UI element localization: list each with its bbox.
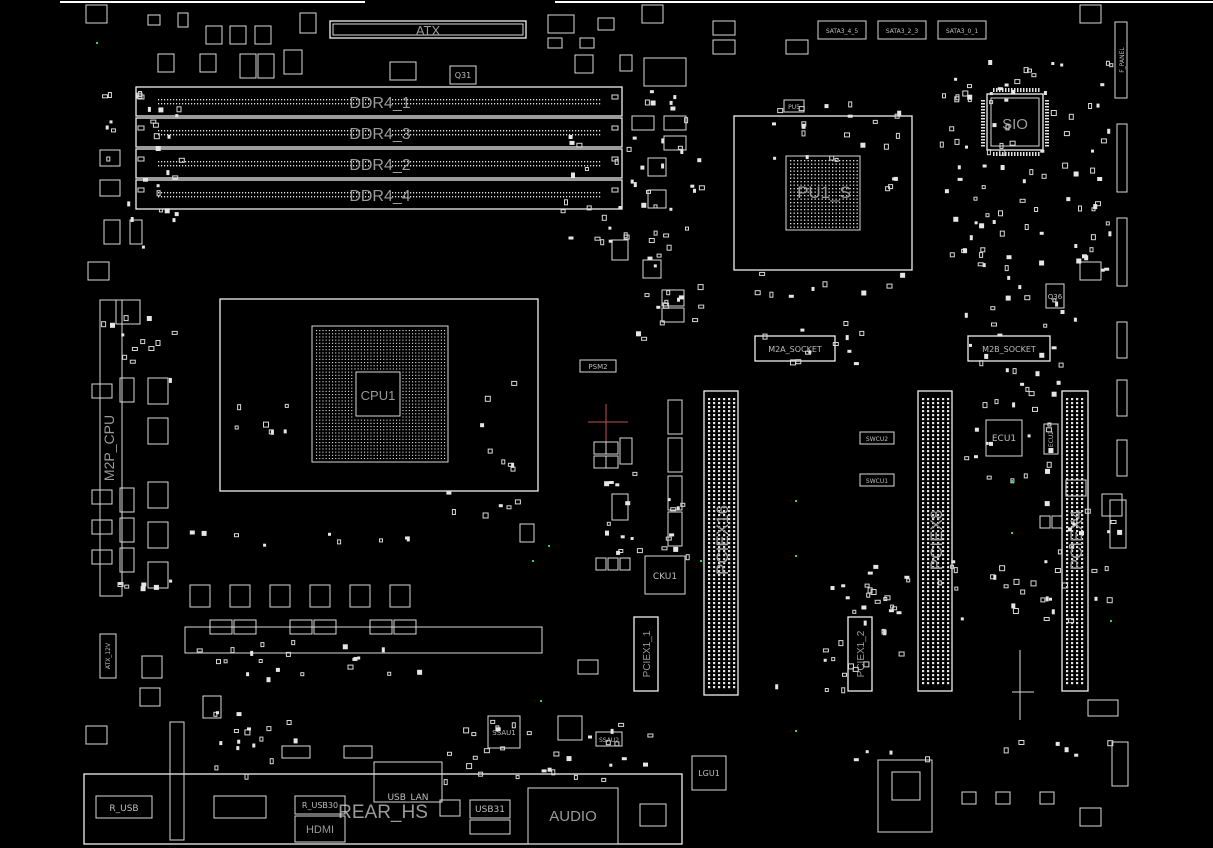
r-usb-label: R_USB bbox=[109, 804, 138, 814]
sata-4-5-label: SATA3_4_5 bbox=[826, 28, 858, 35]
bottom-right-components bbox=[877, 699, 1129, 833]
atx-12v-label: ATX_12V bbox=[105, 642, 112, 669]
hdmi-label: HDMI bbox=[306, 824, 334, 836]
lgu-label: LGU1 bbox=[698, 769, 720, 778]
m2a-label: M2A_SOCKET bbox=[768, 345, 822, 354]
dimm-slot-4-label: DDR4_4 bbox=[349, 188, 410, 205]
ssau1-label: SSAU1 bbox=[492, 729, 515, 737]
sata-0-1-label: SATA3_0_1 bbox=[946, 28, 978, 35]
usb31-label: USB31 bbox=[475, 805, 505, 815]
dimm-slot-1-label: DDR4_1 bbox=[349, 95, 410, 112]
dimm-slot-2-label: DDR4_2 bbox=[349, 157, 410, 174]
audio-label: AUDIO bbox=[549, 808, 597, 825]
dimm-slot-3-label: DDR4_3 bbox=[349, 126, 410, 143]
psm2-label: PSM2 bbox=[588, 363, 607, 371]
scattered-passives bbox=[96, 42, 1123, 786]
dimm-slots: DDR4_1 DDR4_3 DDR4_2 DDR4_4 bbox=[135, 86, 623, 210]
pciex1-1-label: PCIEX1_1 bbox=[642, 630, 653, 677]
rear-io-panel: REAR_HS R_USB R_USB30 HDMI USB_LAN USB31… bbox=[83, 715, 727, 845]
atx-connector: ATX bbox=[329, 20, 527, 39]
m2p-cpu-label: M2P_CPU bbox=[101, 415, 117, 481]
top-left-components: Q31 bbox=[85, 4, 687, 87]
cpu-center-label: CPU1 bbox=[361, 388, 396, 403]
ecu-label: ECU1 bbox=[992, 434, 1016, 444]
swcu2-label: SWCU2 bbox=[866, 436, 888, 443]
cpu-socket: CPU1 bbox=[219, 298, 539, 492]
sata-2-3-label: SATA3_2_3 bbox=[886, 28, 918, 35]
q31-label: Q31 bbox=[455, 71, 471, 80]
sio-chip: SIO bbox=[981, 88, 1049, 156]
pcie-slots: PCIEX16 PCIEX8 PCIEX4 PCIEX1_1 PCIEX1_2 bbox=[633, 390, 1089, 696]
pciex16-label: PCIEX16 bbox=[713, 505, 732, 575]
f-panel-label: F_PANEL bbox=[1119, 47, 1126, 73]
pciex1-2-label: PCIEX1_2 bbox=[856, 630, 867, 677]
pch-label: PU1_S bbox=[797, 183, 851, 202]
atx-label: ATX bbox=[416, 23, 441, 38]
pciex4-label: PCIEX4 bbox=[1067, 510, 1086, 570]
swcu1-label: SWCU1 bbox=[866, 478, 888, 485]
pu5-label: PU5 bbox=[788, 104, 800, 111]
cku-label: CKU1 bbox=[653, 572, 677, 582]
bottom-vrm-row: ATX_12V bbox=[85, 584, 543, 745]
ecu-area: ECU1 ECU2 bbox=[985, 419, 1123, 720]
left-vrm-area: M2P_CPU bbox=[87, 261, 169, 597]
q36-label: Q36 bbox=[1048, 293, 1063, 301]
pch-chip: PU1_S PU5 bbox=[733, 99, 913, 271]
rear-hs-label: REAR_HS bbox=[338, 802, 428, 823]
m2-sockets: M2A_SOCKET M2B_SOCKET SWCU2 SWCU1 bbox=[754, 335, 1051, 487]
ecu2-label: ECU2 bbox=[1048, 431, 1055, 447]
pciex8-label: PCIEX8 bbox=[927, 510, 946, 570]
usb-lan-label: USB_LAN bbox=[387, 793, 428, 803]
top-right-headers: SATA3_4_5 SATA3_2_3 SATA3_0_1 F_PANEL Q3… bbox=[712, 4, 1128, 549]
r-usb30-label: R_USB30 bbox=[302, 801, 338, 810]
m2b-label: M2B_SOCKET bbox=[982, 345, 1036, 354]
mid-components: PSM2 CKU1 bbox=[519, 359, 686, 675]
